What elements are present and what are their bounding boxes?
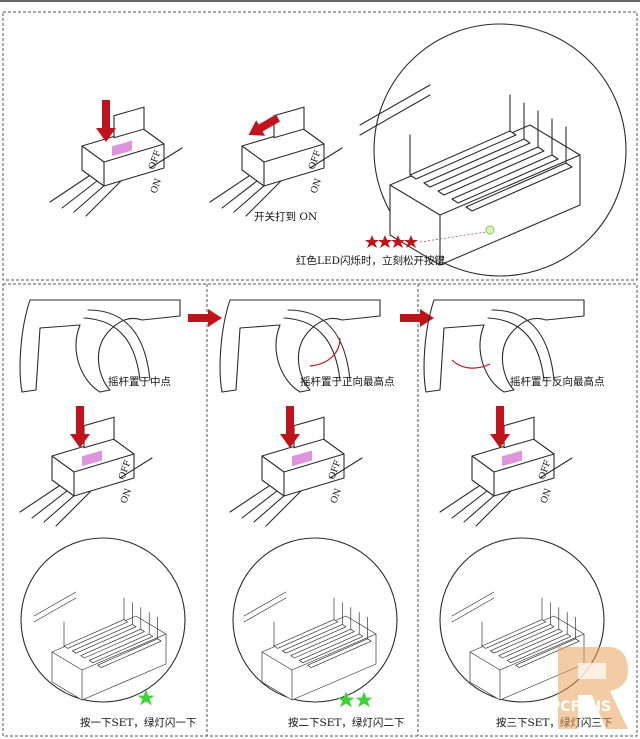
on-label: ON [149, 177, 164, 195]
svg-text:ON: ON [309, 177, 324, 195]
press-twice-label: 按二下SET，绿灯闪二下 [288, 716, 404, 729]
red-arrow-icon [96, 100, 116, 142]
top-panel-frame [2, 11, 638, 281]
stick-forward-label: 摇杆置于正向最高点 [300, 375, 395, 388]
press-thrice-label: 按三下SET，绿灯闪三下 [496, 716, 612, 729]
switch-on-label: 开关打到 ON [254, 210, 317, 223]
svg-text:ON: ON [539, 487, 554, 505]
svg-text:ON: ON [119, 487, 134, 505]
svg-text:ON: ON [329, 487, 344, 505]
switch-on-step: OFF ON [209, 106, 343, 217]
stick-reverse-label: 摇杆置于反向最高点 [510, 375, 605, 388]
bottom-panel-frame [2, 283, 638, 737]
watermark-text: PCFANS [550, 699, 611, 715]
switch-press-step: OFF ON [49, 100, 183, 217]
press-once-label: 按一下SET，绿灯闪一下 [80, 716, 196, 729]
watermark-logo: PCFANS [548, 643, 632, 733]
red-arrow-icon [188, 309, 222, 327]
red-led-label: 红色LED闪烁时，立刻松开按键 [296, 254, 446, 267]
stick-neutral-label: 摇杆置于中点 [108, 375, 171, 388]
